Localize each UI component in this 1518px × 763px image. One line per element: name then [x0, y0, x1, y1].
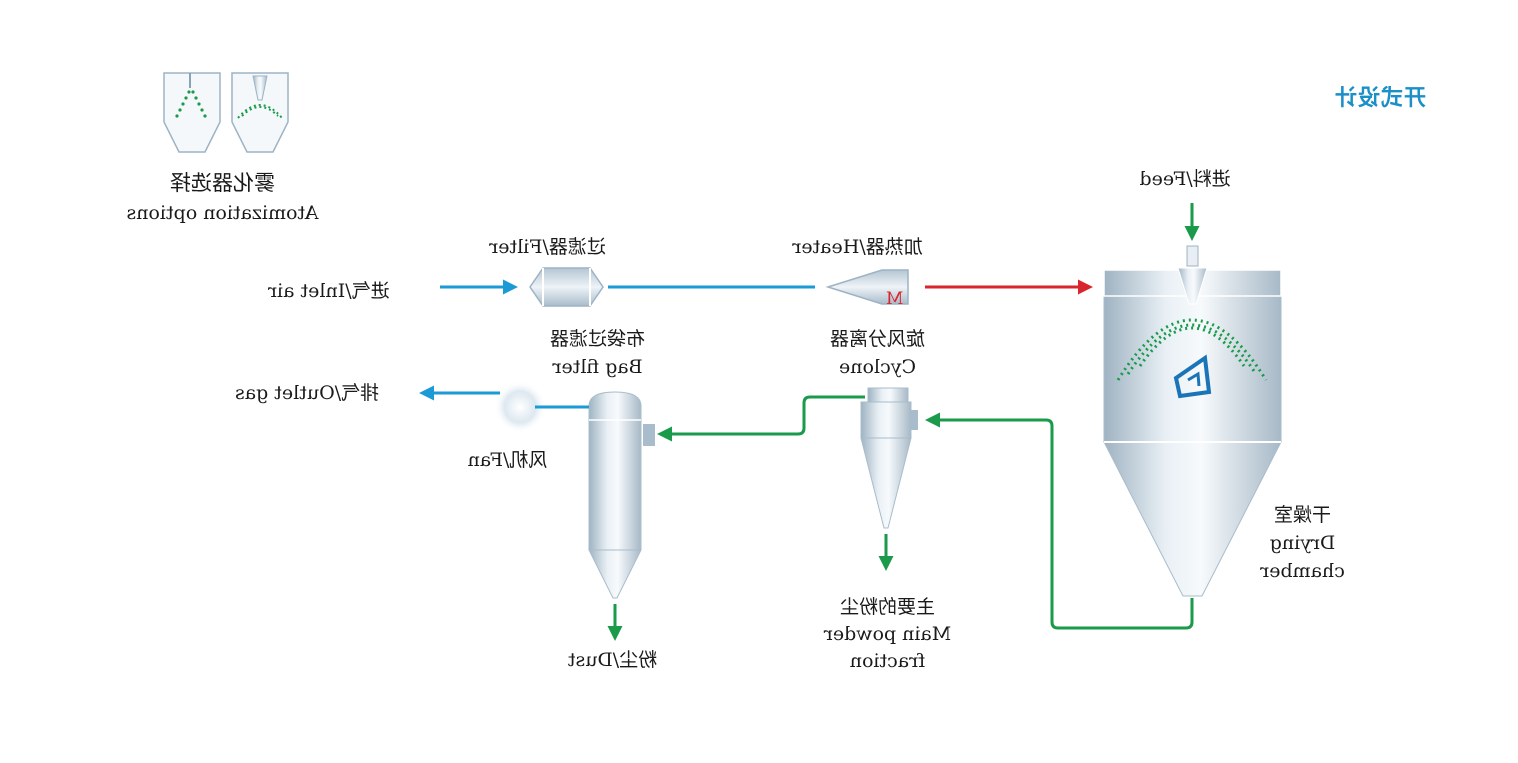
atomizer-nozzle-icon [163, 72, 221, 153]
heater-motor-mark: M [886, 289, 904, 309]
main-powder-label-zh: 主要的粉尘 [840, 596, 936, 618]
cyclone-label-en: Cyclone [839, 356, 916, 378]
bag-filter-unit [588, 391, 655, 599]
bag-filter-label-zh: 布袋过滤器 [550, 328, 646, 350]
dust-label: 粉尘/Dust [567, 649, 658, 671]
brand-logo-icon [1173, 354, 1212, 399]
atomization-label-zh: 雾化器选择 [170, 171, 275, 195]
bag-filter-label-en: Bag filter [552, 356, 643, 378]
cyclone-unit [860, 387, 918, 529]
fan-label: 风机/Fan [467, 449, 548, 471]
main-powder-label-en2: fraction [849, 650, 926, 672]
atomizer-rotary-icon [231, 72, 289, 153]
inlet-air-label: 进气/Inlet air [268, 280, 390, 302]
fan-icon [494, 381, 546, 433]
feed-label: 进料/Feed [1139, 168, 1231, 190]
cyclone-to-bagfilter-line [657, 395, 865, 442]
chamber-to-cyclone-line [925, 412, 1194, 630]
cyclone-label-zh: 旋风分离器 [830, 328, 926, 350]
heater-unit [825, 269, 909, 305]
drying-chamber-label-zh: 干燥室 [1274, 504, 1332, 526]
filter-unit [529, 267, 604, 307]
drying-chamber-label-en2: chamber [1260, 560, 1345, 582]
filter-label: 过滤器/Filter [489, 236, 606, 258]
heater-label: 加热器/Heater [792, 236, 923, 258]
drying-chamber-vessel [1103, 245, 1282, 597]
main-powder-label-en1: Main powder [823, 623, 952, 645]
outlet-gas-label: 排气/Outlet gas [235, 382, 380, 404]
atomization-label-en: Atomization options [126, 202, 319, 224]
corner-tag: 开式设计 [1334, 86, 1427, 111]
drying-chamber-label-en1: Drying [1269, 532, 1336, 554]
